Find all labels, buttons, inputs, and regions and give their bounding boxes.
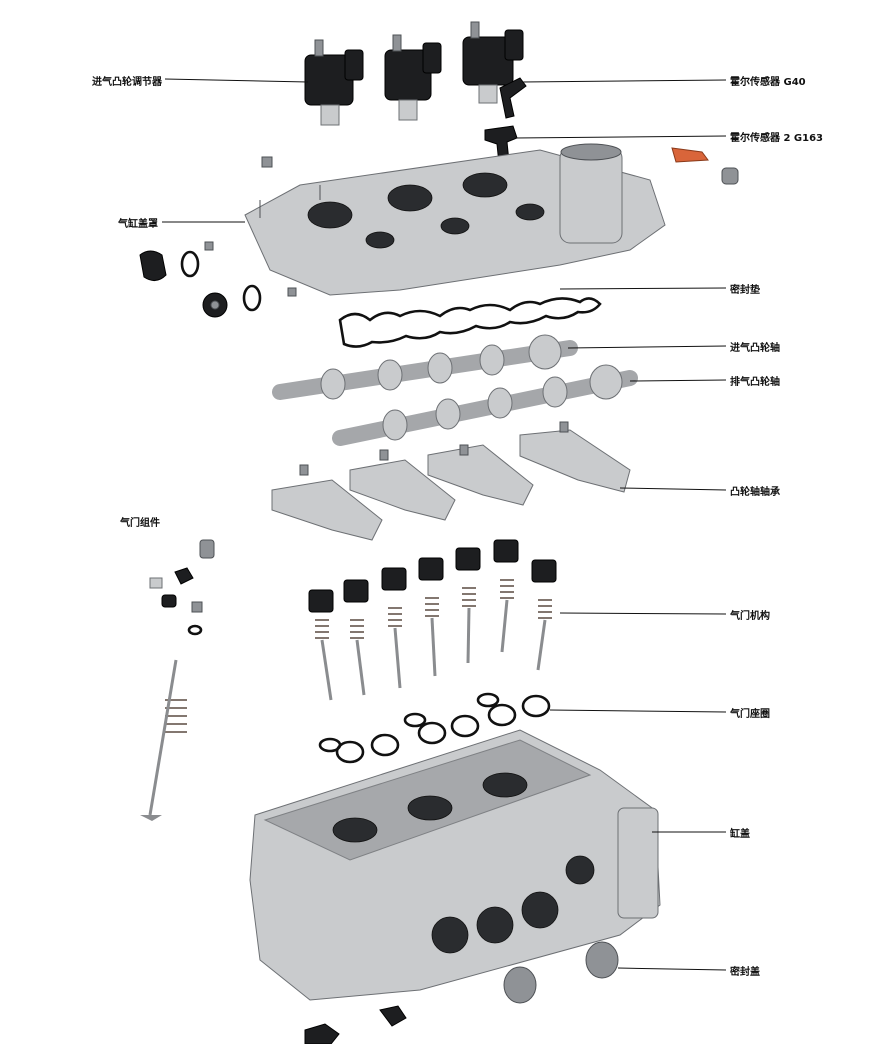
sealing-caps (304, 941, 619, 1044)
label-valve-assembly: 气门组件 (120, 518, 160, 529)
clip-part (671, 147, 709, 163)
intake-camshaft (272, 334, 578, 400)
label-exhaust-camshaft: 排气凸轮轴 (730, 377, 780, 388)
label-cylinder-head-cover: 气缸盖罩 (118, 219, 158, 230)
label-hall-sensor-g40: 霍尔传感器 G40 (730, 77, 806, 88)
leader-lines (162, 78, 727, 971)
camshaft-bearings (271, 421, 631, 541)
intake-cam-adjusters (304, 21, 524, 126)
label-valve-seat-ring: 气门座圈 (730, 709, 770, 720)
label-cylinder-head: 缸盖 (730, 829, 750, 840)
valve-train (308, 539, 557, 701)
label-intake-camshaft: 进气凸轮轴 (730, 343, 780, 354)
exhaust-camshaft (332, 364, 638, 446)
label-intake-cam-adjuster: 进气凸轮调节器 (92, 77, 162, 88)
cover-gasket (338, 297, 602, 348)
label-hall-sensor-g163: 霍尔传感器 2 G163 (730, 133, 824, 144)
plug-part (721, 167, 739, 185)
cover-small-parts (139, 156, 297, 318)
hall-sensor-g40 (499, 77, 527, 119)
valve-seat-rings (318, 692, 551, 764)
cylinder-head (249, 729, 661, 1001)
label-sealing-cap: 密封盖 (730, 967, 760, 978)
label-gasket: 密封垫 (730, 285, 760, 296)
label-camshaft-bearing: 凸轮轴轴承 (730, 487, 780, 498)
valve-assembly (140, 539, 215, 821)
cylinder-head-cover (244, 143, 666, 296)
label-valve-train: 气门机构 (730, 611, 770, 622)
